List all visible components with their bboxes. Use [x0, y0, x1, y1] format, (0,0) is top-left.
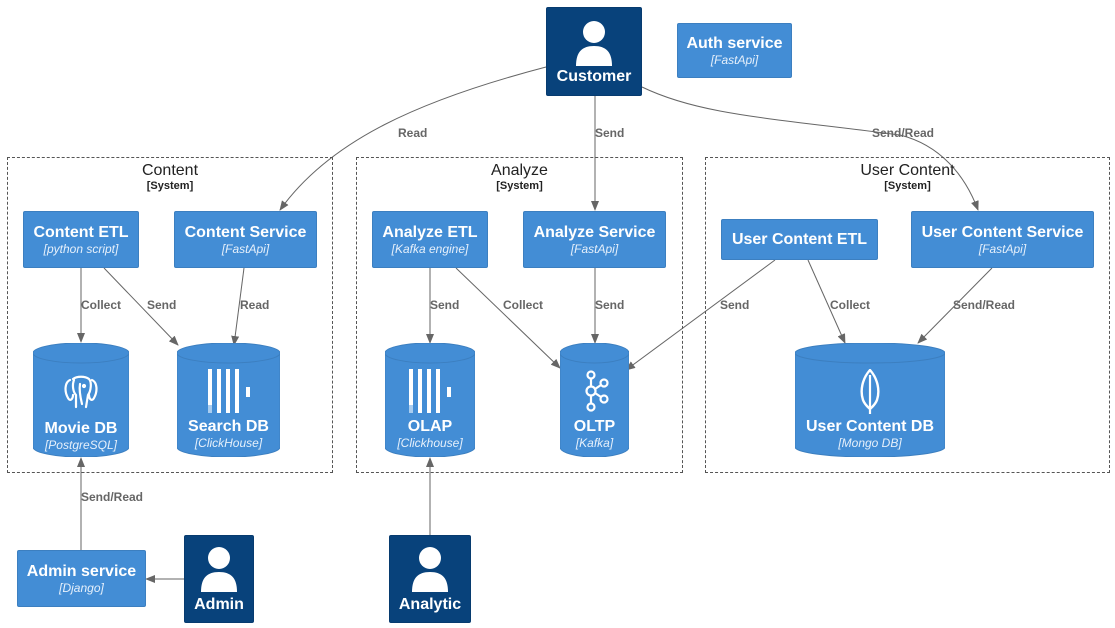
- edge-label-user-content-service-db: Send/Read: [953, 298, 1016, 312]
- database-movie-db[interactable]: Movie DB [PostgreSQL]: [33, 343, 129, 457]
- container-tech: [FastApi]: [570, 242, 619, 256]
- person-icon: [412, 547, 448, 592]
- container-name: Admin service: [26, 563, 137, 580]
- kafka-nodes-icon: [584, 370, 609, 412]
- database-search-db[interactable]: Search DB [ClickHouse]: [177, 343, 280, 457]
- system-boundary-analyze: Analyze [System]: [356, 157, 683, 473]
- person-customer[interactable]: Customer: [546, 7, 642, 96]
- system-title: Content: [141, 162, 199, 179]
- container-tech: [FastApi]: [221, 242, 270, 256]
- database-user-content-db[interactable]: User Content DB [Mongo DB]: [795, 343, 945, 457]
- edge-label-analyze-etl-olap: Send: [430, 298, 460, 312]
- edge-user-content-etl-db: [807, 259, 846, 344]
- edge-customer-user-content-service: [641, 86, 979, 211]
- system-subtitle: [System]: [496, 180, 543, 192]
- edge-user-content-service-db: [917, 267, 993, 344]
- database-tech: [Kafka]: [575, 436, 614, 450]
- person-analytic[interactable]: Analytic: [389, 535, 471, 623]
- database-tech: [ClickHouse]: [194, 436, 263, 450]
- container-tech: [Kafka engine]: [391, 242, 469, 256]
- container-tech: [FastApi]: [710, 53, 759, 67]
- container-admin-service[interactable]: Admin service [Django]: [17, 550, 146, 607]
- container-content-etl[interactable]: Content ETL [python script]: [23, 211, 139, 268]
- container-user-content-service[interactable]: User Content Service [FastApi]: [911, 211, 1094, 268]
- mongodb-leaf-icon: [860, 369, 880, 414]
- container-name: Content ETL: [33, 224, 129, 241]
- edge-content-service-search-db: [231, 267, 245, 346]
- container-tech: [Django]: [59, 581, 104, 595]
- container-name: Auth service: [686, 35, 783, 52]
- database-tech: [Clickhouse]: [397, 436, 463, 450]
- edge-label-customer-analyze-service: Send: [595, 126, 625, 140]
- edge-label-analyze-etl-oltp: Collect: [503, 298, 544, 312]
- person-name: Admin: [194, 596, 244, 613]
- postgresql-elephant-icon: [64, 375, 98, 409]
- clickhouse-bars-icon: [207, 369, 250, 413]
- person-icon: [576, 21, 612, 66]
- person-name: Customer: [556, 68, 632, 85]
- person-name: Analytic: [398, 596, 462, 613]
- edge-label-content-etl-search-db: Send: [147, 298, 177, 312]
- edge-analyze-etl-oltp: [455, 267, 561, 369]
- system-boundary-content: Content [System]: [7, 157, 333, 473]
- system-boundary-user-content: User Content [System]: [705, 157, 1110, 473]
- edge-customer-content-service: [279, 66, 547, 211]
- container-analyze-etl[interactable]: Analyze ETL [Kafka engine]: [372, 211, 488, 268]
- system-title: Analyze: [491, 162, 548, 179]
- database-name: Movie DB: [44, 420, 118, 437]
- container-name: User Content Service: [921, 224, 1084, 241]
- person-icon: [201, 547, 237, 592]
- edge-label-admin-service-movie-db: Send/Read: [81, 490, 144, 504]
- system-subtitle: [System]: [146, 180, 194, 192]
- edge-label-user-content-etl-oltp: Send: [720, 298, 750, 312]
- edge-label-content-service-search-db: Read: [240, 298, 270, 312]
- container-name: Content Service: [184, 224, 307, 241]
- database-name: OLTP: [573, 418, 616, 435]
- edge-label-customer-user-content-service: Send/Read: [872, 126, 935, 140]
- container-user-content-etl[interactable]: User Content ETL: [721, 219, 878, 260]
- database-name: Search DB: [188, 418, 269, 435]
- database-name: User Content DB: [805, 418, 934, 435]
- database-cylinder: [560, 343, 629, 457]
- container-auth-service[interactable]: Auth service [FastApi]: [677, 23, 792, 78]
- container-tech: [python script]: [43, 242, 119, 256]
- system-subtitle: [System]: [884, 180, 931, 192]
- edge-content-etl-search-db: [103, 267, 179, 346]
- edge-label-analyze-service-oltp: Send: [595, 298, 625, 312]
- database-tech: [Mongo DB]: [838, 436, 902, 450]
- edge-label-user-content-etl-db: Collect: [830, 298, 871, 312]
- database-oltp[interactable]: OLTP [Kafka]: [560, 343, 629, 457]
- database-tech: [PostgreSQL]: [44, 438, 118, 452]
- edge-label-content-etl-movie-db: Collect: [81, 298, 122, 312]
- database-olap[interactable]: OLAP [Clickhouse]: [385, 343, 475, 457]
- container-tech: [FastApi]: [978, 242, 1027, 256]
- edge-label-customer-content-service: Read: [398, 126, 428, 140]
- container-content-service[interactable]: Content Service [FastApi]: [174, 211, 317, 268]
- container-name: Analyze Service: [533, 224, 656, 241]
- container-name: User Content ETL: [731, 231, 868, 248]
- database-name: OLAP: [407, 418, 453, 435]
- person-admin[interactable]: Admin: [184, 535, 254, 623]
- container-name: Analyze ETL: [382, 224, 478, 241]
- edge-user-content-etl-oltp: [625, 259, 776, 371]
- clickhouse-bars-icon: [409, 369, 451, 413]
- container-analyze-service[interactable]: Analyze Service [FastApi]: [523, 211, 666, 268]
- system-title: User Content: [860, 162, 955, 179]
